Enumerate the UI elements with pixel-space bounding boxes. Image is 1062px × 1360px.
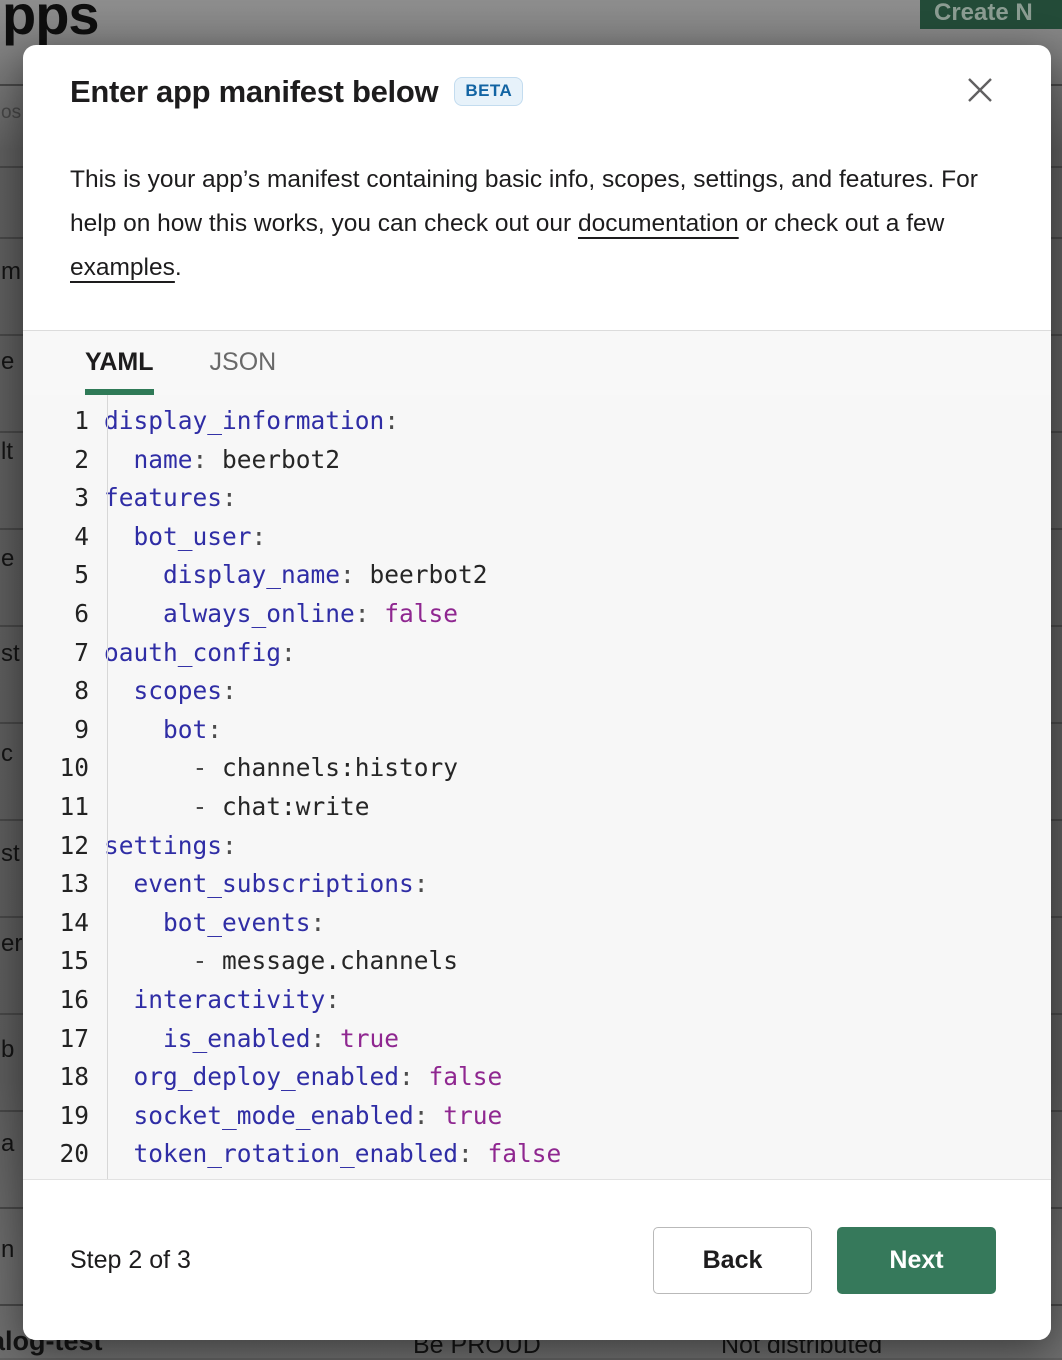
close-button[interactable] bbox=[965, 75, 995, 105]
code-text: is_enabled: true bbox=[163, 1023, 400, 1053]
code-line[interactable]: 12 settings: bbox=[23, 827, 1051, 866]
description-text: This is your app’s manifest containing b… bbox=[70, 166, 978, 237]
code-line[interactable]: 14 bot_events: bbox=[23, 904, 1051, 943]
code-text: bot_events: bbox=[163, 907, 326, 937]
gutter-divider bbox=[107, 395, 108, 1179]
background-text-fragment: b bbox=[1, 1036, 15, 1063]
code-text: settings: bbox=[104, 830, 237, 860]
code-line[interactable]: 4 bot_user: bbox=[23, 518, 1051, 557]
code-line[interactable]: 2 name: beerbot2 bbox=[23, 441, 1051, 480]
code-line[interactable]: 5 display_name: beerbot2 bbox=[23, 556, 1051, 595]
code-text: socket_mode_enabled: true bbox=[133, 1100, 503, 1130]
line-number: 16 bbox=[59, 984, 89, 1014]
line-number: 5 bbox=[74, 560, 89, 590]
code-line[interactable]: 8 scopes: bbox=[23, 672, 1051, 711]
code-line[interactable]: 13 event_subscriptions: bbox=[23, 865, 1051, 904]
modal-title: Enter app manifest below bbox=[70, 74, 439, 109]
back-button[interactable]: Back bbox=[653, 1226, 812, 1294]
line-number: 14 bbox=[59, 907, 89, 937]
modal-footer: Step 2 of 3 Back Next bbox=[23, 1180, 1051, 1340]
line-number: 4 bbox=[74, 521, 89, 551]
code-text: token_rotation_enabled: false bbox=[133, 1139, 562, 1169]
code-text: bot: bbox=[163, 714, 223, 744]
line-number: 8 bbox=[74, 676, 89, 706]
code-line[interactable]: 7 oauth_config: bbox=[23, 634, 1051, 673]
close-icon bbox=[968, 78, 992, 102]
code-text: always_online: false bbox=[163, 598, 459, 628]
code-line[interactable]: 15 - message.channels bbox=[23, 942, 1051, 981]
next-button[interactable]: Next bbox=[837, 1226, 996, 1294]
code-text: features: bbox=[104, 483, 237, 513]
line-number: 2 bbox=[74, 444, 89, 474]
line-number: 11 bbox=[59, 791, 89, 821]
background-text-fragment: e bbox=[1, 545, 15, 572]
background-text-fragment: e bbox=[1, 348, 15, 375]
code-line[interactable]: 17 is_enabled: true bbox=[23, 1020, 1051, 1059]
code-text: - chat:write bbox=[192, 791, 370, 821]
description-text: or check out a few bbox=[738, 210, 945, 237]
line-number: 20 bbox=[59, 1139, 89, 1169]
examples-link[interactable]: examples bbox=[70, 254, 175, 281]
code-text: scopes: bbox=[133, 676, 237, 706]
step-indicator: Step 2 of 3 bbox=[70, 1245, 191, 1274]
line-number: 18 bbox=[59, 1062, 89, 1092]
footer-buttons: Back Next bbox=[653, 1226, 996, 1294]
modal-header: Enter app manifest below BETA bbox=[23, 45, 1051, 114]
code-text: event_subscriptions: bbox=[133, 869, 429, 899]
code-text: interactivity: bbox=[133, 984, 341, 1014]
background-text-fragment: a bbox=[1, 1130, 15, 1157]
beta-badge: BETA bbox=[454, 77, 524, 106]
line-number: 12 bbox=[59, 830, 89, 860]
code-line[interactable]: 11 - chat:write bbox=[23, 788, 1051, 827]
modal-description: This is your app’s manifest containing b… bbox=[70, 158, 982, 290]
line-number: 15 bbox=[59, 946, 89, 976]
code-line[interactable]: 19 socket_mode_enabled: true bbox=[23, 1097, 1051, 1136]
background-text-fragment: os bbox=[1, 102, 22, 123]
code-line[interactable]: 9 bot: bbox=[23, 711, 1051, 750]
line-number: 7 bbox=[74, 637, 89, 667]
line-number: 1 bbox=[74, 406, 89, 435]
tab-json[interactable]: JSON bbox=[209, 347, 277, 376]
code-line[interactable]: 1 display_information: bbox=[23, 402, 1051, 441]
line-number: 10 bbox=[59, 753, 89, 783]
line-number: 13 bbox=[59, 869, 89, 899]
code-line[interactable]: 10 - channels:history bbox=[23, 749, 1051, 788]
format-tabbar: YAML JSON bbox=[23, 330, 1051, 395]
code-text: bot_user: bbox=[133, 521, 267, 551]
line-number: 19 bbox=[59, 1100, 89, 1130]
background-create-app-button: Create N bbox=[920, 0, 1062, 29]
background-text-fragment: m bbox=[1, 258, 21, 285]
code-line[interactable]: 16 interactivity: bbox=[23, 981, 1051, 1020]
code-line[interactable]: 18 org_deploy_enabled: false bbox=[23, 1058, 1051, 1097]
line-number: 3 bbox=[74, 483, 89, 513]
code-line[interactable]: 20 token_rotation_enabled: false bbox=[23, 1135, 1051, 1174]
background-text-fragment: er bbox=[1, 930, 23, 957]
documentation-link[interactable]: documentation bbox=[577, 210, 739, 237]
description-text: . bbox=[174, 254, 182, 281]
line-number: 9 bbox=[74, 714, 89, 744]
code-text: display_information: bbox=[104, 406, 400, 435]
line-number: 6 bbox=[74, 598, 89, 628]
line-number: 17 bbox=[59, 1023, 89, 1053]
background-text-fragment: st bbox=[1, 640, 20, 667]
code-text: name: beerbot2 bbox=[133, 444, 341, 474]
background-page-heading: pps bbox=[2, 0, 100, 46]
background-text-fragment: st bbox=[1, 840, 20, 867]
code-line[interactable]: 3 features: bbox=[23, 479, 1051, 518]
background-text-fragment: c bbox=[1, 740, 13, 767]
code-text: org_deploy_enabled: false bbox=[133, 1062, 503, 1092]
app-manifest-modal: Enter app manifest below BETA This is yo… bbox=[23, 45, 1051, 1340]
code-text: - message.channels bbox=[192, 946, 459, 976]
code-text: oauth_config: bbox=[104, 637, 296, 667]
tab-yaml[interactable]: YAML bbox=[85, 331, 154, 395]
code-line[interactable]: 6 always_online: false bbox=[23, 595, 1051, 634]
background-text-fragment: n bbox=[1, 1236, 15, 1263]
code-text: - channels:history bbox=[192, 753, 459, 783]
code-text: display_name: beerbot2 bbox=[163, 560, 488, 590]
background-text-fragment: lt bbox=[1, 438, 13, 465]
